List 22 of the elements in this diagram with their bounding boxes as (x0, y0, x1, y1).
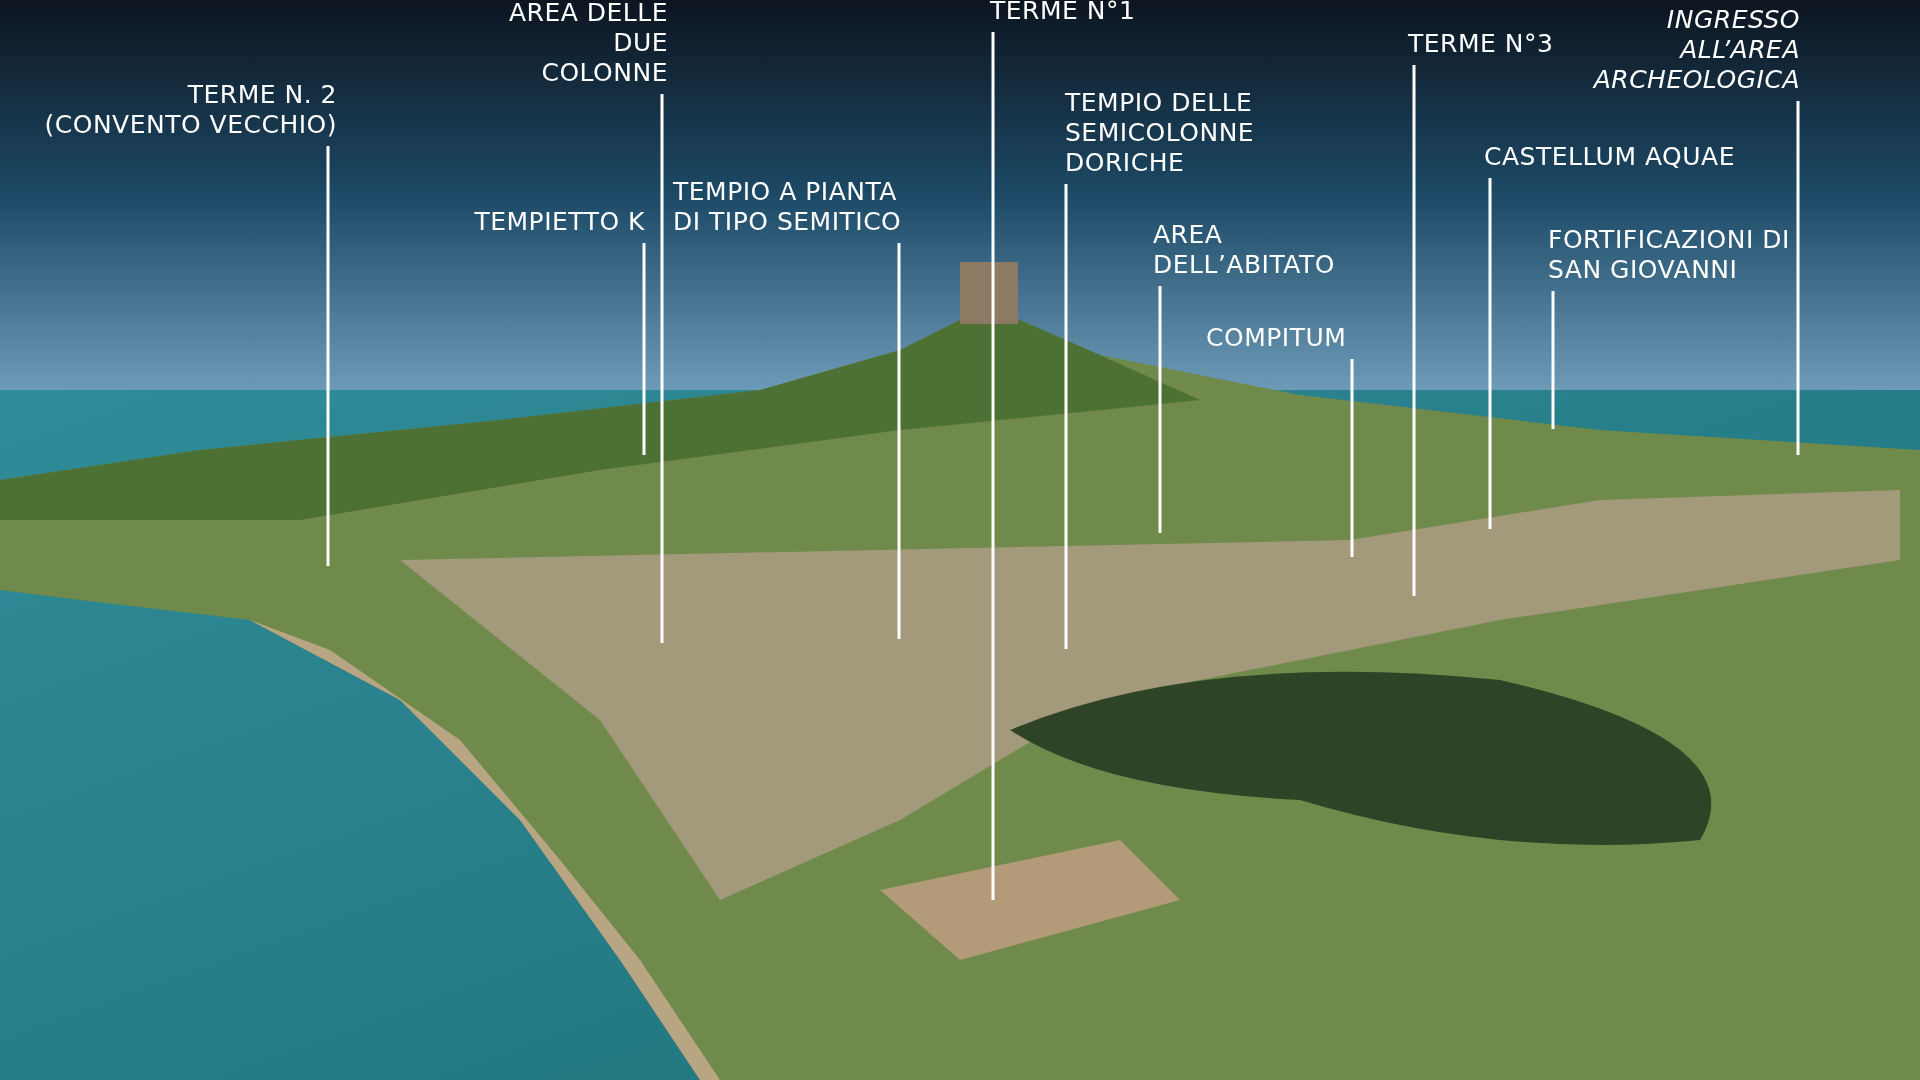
leader-line (1796, 101, 1800, 455)
site-label: TEMPIO DELLE SEMICOLONNE DORICHE (1065, 88, 1365, 178)
site-label: TERME N°1 (990, 0, 1160, 26)
site-label: AREA DELL’ABITATO (1153, 220, 1353, 280)
leader-line (1350, 359, 1354, 557)
site-label: AREA DELLE DUE COLONNE (508, 0, 668, 88)
site-label: TEMPIETTO K (415, 207, 645, 237)
leader-line (1064, 184, 1068, 649)
leader-line (326, 146, 330, 566)
leader-line (897, 243, 901, 639)
site-label: CASTELLUM AQUAE (1484, 142, 1744, 172)
leader-line (642, 243, 646, 455)
leader-line (991, 32, 995, 900)
leader-line (1412, 65, 1416, 596)
leader-line (1551, 291, 1555, 429)
leader-line (1158, 286, 1162, 533)
leader-line (660, 94, 664, 643)
site-label: TERME N. 2 (CONVENTO VECCHIO) (37, 80, 337, 140)
site-label: FORTIFICAZIONI DI SAN GIOVANNI (1548, 225, 1798, 285)
leader-line (1488, 178, 1492, 529)
site-label: COMPITUM (1206, 323, 1406, 353)
site-label: TEMPIO A PIANTA DI TIPO SEMITICO (673, 177, 913, 237)
